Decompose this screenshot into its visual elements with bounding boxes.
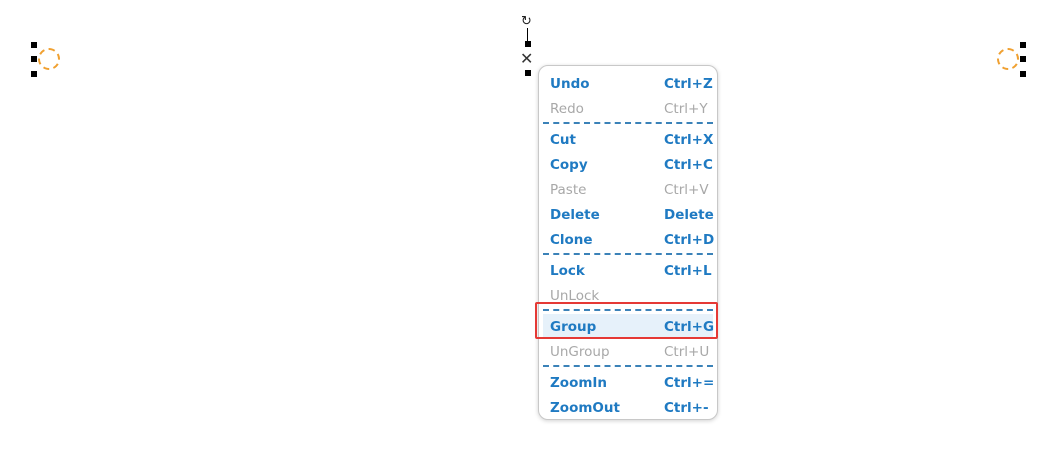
menu-item-shortcut: Ctrl+C [664, 156, 713, 173]
menu-item-zoomin[interactable]: ZoomIn Ctrl+= [543, 370, 715, 395]
menu-item-shortcut: Ctrl+Z [664, 75, 713, 92]
menu-group: ZoomIn Ctrl+= ZoomOut Ctrl+- [539, 370, 717, 420]
menu-item-lock[interactable]: Lock Ctrl+L [543, 258, 713, 283]
menu-item-label: Undo [550, 75, 590, 92]
menu-item-shortcut: Ctrl+X [664, 131, 714, 148]
menu-item-label: Redo [550, 100, 584, 117]
selection-handle[interactable] [1020, 42, 1026, 48]
menu-separator [543, 122, 713, 124]
menu-item-shortcut: Ctrl+Y [664, 100, 708, 117]
selection-handle[interactable] [525, 41, 531, 47]
menu-item-label: ZoomOut [550, 399, 620, 416]
rotate-icon[interactable]: ↻ [521, 14, 532, 29]
left-circle-shape[interactable] [38, 48, 60, 70]
menu-group: Group Ctrl+G UnGroup Ctrl+U [539, 314, 717, 364]
rotate-connector [527, 28, 528, 42]
menu-item-shortcut: Delete [664, 206, 714, 223]
selection-handle[interactable] [31, 42, 37, 48]
menu-group: Undo Ctrl+Z Redo Ctrl+Y [539, 71, 717, 121]
menu-item-label: Clone [550, 231, 593, 248]
center-cross-icon: ✕ [520, 49, 534, 68]
selection-handle[interactable] [1020, 71, 1026, 77]
menu-item-unlock: UnLock [543, 283, 713, 308]
selection-handle[interactable] [525, 70, 531, 76]
menu-item-copy[interactable]: Copy Ctrl+C [543, 152, 713, 177]
menu-item-label: Cut [550, 131, 576, 148]
menu-group: Lock Ctrl+L UnLock [539, 258, 717, 308]
menu-item-label: Delete [550, 206, 600, 223]
menu-item-group[interactable]: Group Ctrl+G [543, 314, 715, 339]
menu-item-delete[interactable]: Delete Delete [543, 202, 714, 227]
menu-item-zoomout[interactable]: ZoomOut Ctrl+- [543, 395, 713, 420]
right-circle-shape[interactable] [997, 48, 1019, 70]
menu-item-paste: Paste Ctrl+V [543, 177, 713, 202]
menu-item-shortcut: Ctrl+U [664, 343, 710, 360]
menu-item-shortcut: Ctrl+- [664, 399, 709, 416]
menu-item-shortcut: Ctrl+D [664, 231, 715, 248]
menu-item-redo: Redo Ctrl+Y [543, 96, 713, 121]
menu-item-ungroup: UnGroup Ctrl+U [543, 339, 713, 364]
selection-handle[interactable] [31, 56, 37, 62]
menu-item-label: Paste [550, 181, 587, 198]
menu-item-label: Group [550, 318, 597, 335]
highlight-annotation-box [535, 302, 718, 339]
context-menu: Undo Ctrl+Z Redo Ctrl+Y Cut Ctrl+X Copy … [538, 65, 718, 420]
menu-separator [543, 365, 713, 367]
menu-item-shortcut: Ctrl+= [664, 374, 715, 391]
menu-item-label: Lock [550, 262, 585, 279]
menu-item-label: UnLock [550, 287, 600, 304]
menu-item-label: ZoomIn [550, 374, 608, 391]
menu-item-clone[interactable]: Clone Ctrl+D [543, 227, 715, 252]
selection-handle[interactable] [1020, 56, 1026, 62]
menu-item-label: Copy [550, 156, 588, 173]
menu-item-shortcut: Ctrl+G [664, 318, 715, 335]
menu-item-shortcut: Ctrl+V [664, 181, 709, 198]
menu-item-shortcut: Ctrl+L [664, 262, 712, 279]
menu-separator [543, 253, 713, 255]
menu-item-undo[interactable]: Undo Ctrl+Z [543, 71, 713, 96]
menu-group: Cut Ctrl+X Copy Ctrl+C Paste Ctrl+V Dele… [539, 127, 717, 252]
menu-item-label: UnGroup [550, 343, 610, 360]
selection-handle[interactable] [31, 71, 37, 77]
menu-separator [543, 309, 713, 311]
menu-item-cut[interactable]: Cut Ctrl+X [543, 127, 713, 152]
